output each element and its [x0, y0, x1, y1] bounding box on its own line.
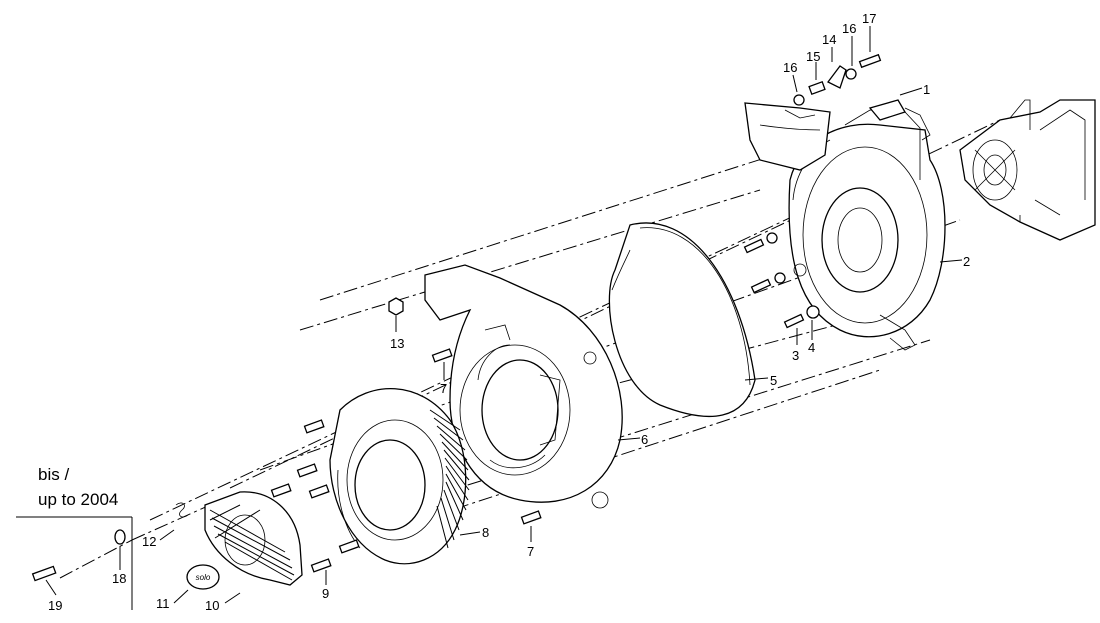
callout-6: 6 [641, 432, 648, 447]
starter-screws [270, 419, 360, 573]
callout-17: 17 [862, 11, 876, 26]
callout-1: 1 [923, 82, 930, 97]
callout-14: 14 [822, 32, 836, 47]
starter-assembly [329, 388, 470, 565]
callout-19: 19 [48, 598, 62, 613]
spring-clip [175, 502, 189, 518]
callout-5: 5 [770, 373, 777, 388]
top-hardware [793, 53, 882, 106]
callout-18: 18 [112, 571, 126, 586]
solo-logo-text: solo [196, 573, 211, 582]
leader-lines [45, 26, 963, 604]
callout-9: 9 [322, 586, 329, 601]
callout-12: 12 [142, 534, 156, 549]
callout-4: 4 [808, 340, 815, 355]
callout-13: 13 [390, 336, 404, 351]
fan-housing-front [424, 264, 623, 509]
callout-2: 2 [963, 254, 970, 269]
callout-numbers: 1 2 3 4 5 6 7 7 8 9 10 11 12 13 14 15 16… [48, 11, 970, 613]
note-line-2: up to 2004 [38, 490, 118, 509]
callout-16a: 16 [783, 60, 797, 75]
callout-10: 10 [205, 598, 219, 613]
callout-7b: 7 [527, 544, 534, 559]
legacy-parts-inset [16, 516, 133, 610]
fan-housing-rear [788, 109, 946, 351]
callout-7a: 7 [440, 381, 447, 396]
front-cover-grille [204, 491, 303, 586]
callout-3: 3 [792, 348, 799, 363]
rear-screws [743, 232, 820, 329]
note-line-1: bis / [38, 465, 69, 484]
callout-16b: 16 [842, 21, 856, 36]
clip-part [868, 99, 931, 141]
callout-15: 15 [806, 49, 820, 64]
intermediate-ring [608, 222, 756, 417]
front-housing-screws [388, 297, 542, 525]
engine-crankcase [959, 99, 1096, 241]
solo-logo-disk: solo [186, 564, 220, 590]
callout-8: 8 [482, 525, 489, 540]
outlet-nozzle [744, 102, 831, 171]
callout-11: 11 [156, 596, 170, 611]
